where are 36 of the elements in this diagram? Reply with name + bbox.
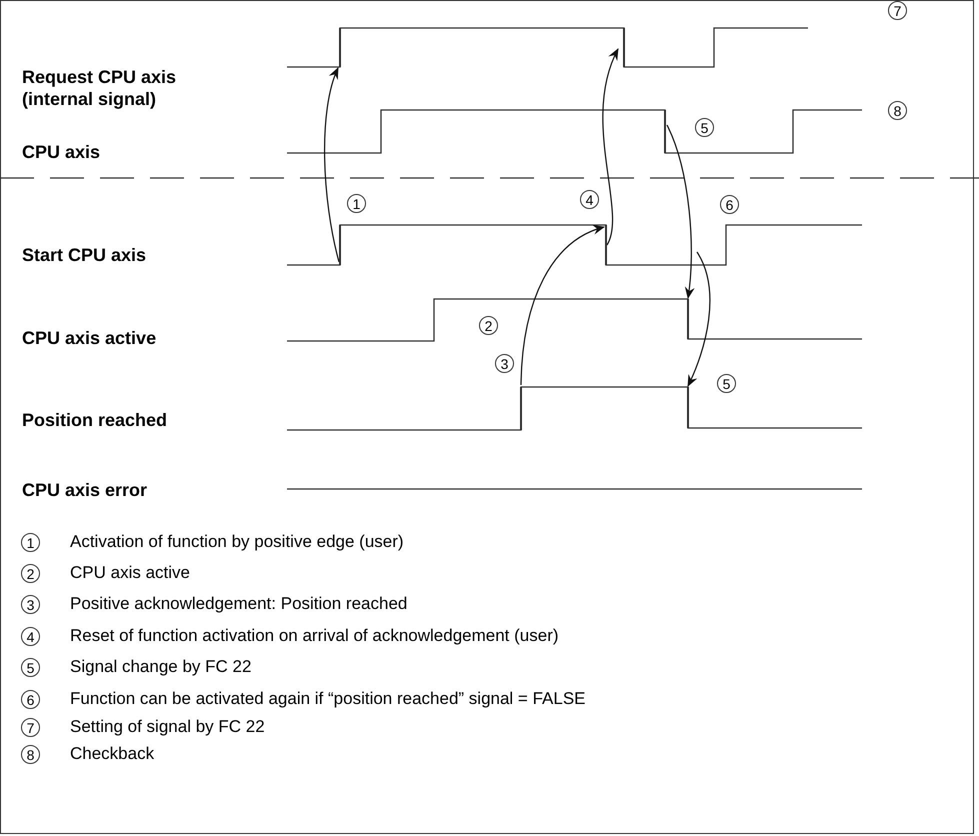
signal-name: Start CPU axis	[22, 244, 222, 266]
callout-number: 3	[495, 354, 514, 373]
callout-number: 6	[21, 690, 40, 709]
callout-number: 4	[580, 190, 599, 209]
arrow	[520, 226, 605, 386]
callout-number: 6	[720, 195, 739, 214]
signal-name: CPU axis active	[22, 327, 222, 349]
signal-name: Position reached	[22, 409, 222, 431]
callout-number: 5	[21, 658, 40, 677]
callout-number: 8	[21, 745, 40, 764]
arrow	[687, 252, 710, 387]
key-text: Checkback	[70, 744, 154, 764]
key-text: Signal change by FC 22	[70, 657, 252, 677]
callout-number: 1	[21, 533, 40, 552]
key-text: Reset of function activation on arrival of acknowledgement (user)	[70, 626, 559, 646]
key-text: Setting of signal by FC 22	[70, 717, 265, 737]
key-text: Activation of function by positive edge (user)	[70, 532, 404, 552]
callout-number: 7	[888, 1, 907, 20]
signal-name: CPU axis error	[22, 479, 222, 501]
key-text: Function can be activated again if “position reached” signal = FALSE	[70, 689, 586, 709]
callout-number: 7	[21, 718, 40, 737]
callout-number: 5	[717, 374, 736, 393]
arrow	[666, 124, 694, 299]
callout-number: 4	[21, 627, 40, 646]
key-text: CPU axis active	[70, 563, 190, 583]
signal-name: Request CPU axis (internal signal)	[22, 66, 222, 110]
key-text: Positive acknowledgement: Position reached	[70, 594, 408, 614]
callout-number: 3	[21, 595, 40, 614]
callout-number: 1	[347, 194, 366, 213]
arrow	[602, 48, 619, 246]
callout-number: 2	[479, 316, 498, 335]
callout-number: 2	[21, 564, 40, 583]
callout-number: 8	[888, 101, 907, 120]
callout-number: 5	[695, 118, 714, 137]
arrow	[324, 67, 340, 262]
signal-name: CPU axis	[22, 141, 222, 163]
